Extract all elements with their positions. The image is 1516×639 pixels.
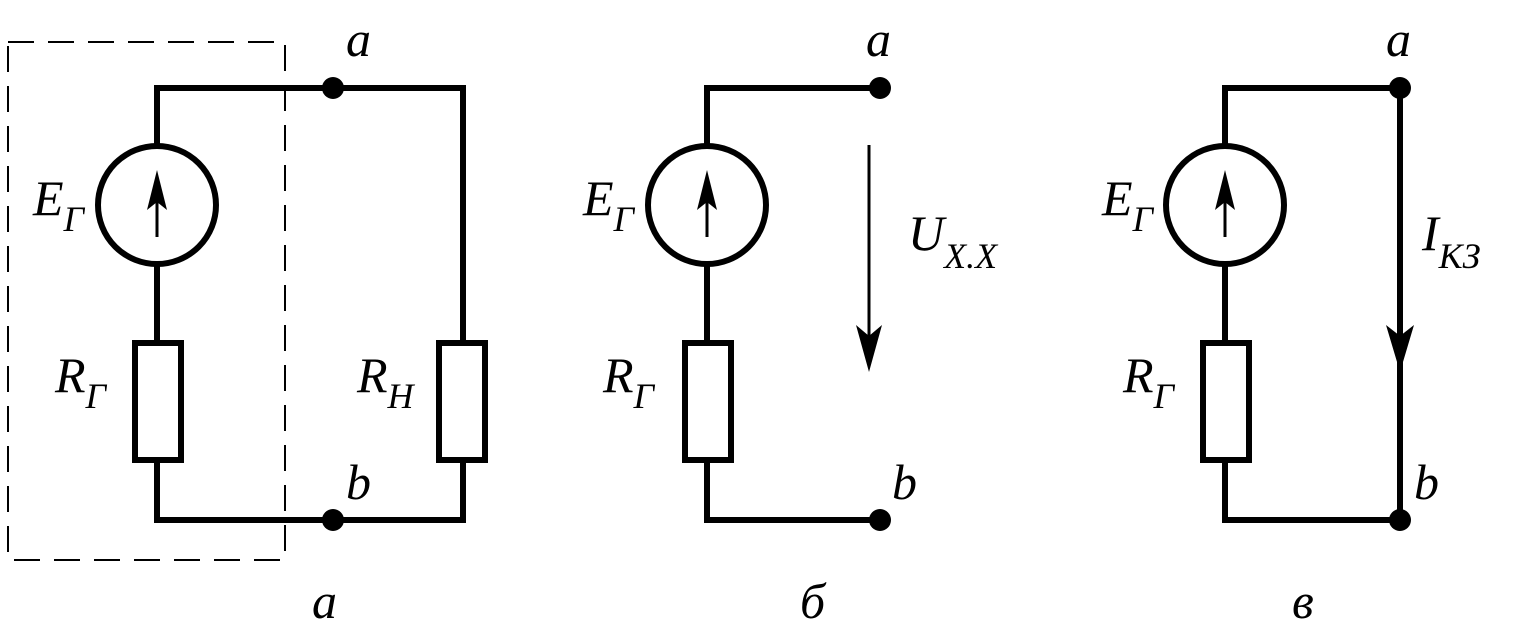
voltage-arrow-head bbox=[856, 325, 882, 372]
load-resistor-label: RН bbox=[356, 347, 416, 416]
open-circuit-voltage-label: UX.X bbox=[908, 205, 999, 276]
circuit-c: EГ RГ IКЗ a b в bbox=[1101, 11, 1481, 629]
source-label: EГ bbox=[1101, 170, 1155, 239]
bottom-wire bbox=[704, 457, 883, 523]
internal-resistor bbox=[132, 340, 184, 463]
node-a-label: a bbox=[866, 11, 891, 67]
loop-wire bbox=[1222, 85, 1403, 523]
load-resistor bbox=[436, 340, 488, 463]
node-b-label: b bbox=[892, 454, 917, 510]
node-b-label: b bbox=[1414, 454, 1439, 510]
source-arrow-head bbox=[1215, 170, 1235, 210]
node-a-dot bbox=[869, 77, 891, 99]
internal-resistor-label: RГ bbox=[602, 347, 656, 416]
source-label: EГ bbox=[32, 170, 86, 239]
caption-c: в bbox=[1292, 573, 1314, 629]
source-arrow-head bbox=[697, 170, 717, 210]
caption-a: а bbox=[312, 573, 337, 629]
circuit-a: EГ RГ RН a b а bbox=[7, 11, 488, 629]
node-b-dot bbox=[322, 509, 344, 531]
top-wire bbox=[704, 85, 883, 148]
current-arrow-head bbox=[1386, 325, 1414, 372]
node-b-dot bbox=[869, 509, 891, 531]
circuit-b: EГ RГ UX.X a b б bbox=[582, 11, 999, 629]
node-a-dot bbox=[1389, 77, 1411, 99]
top-wire bbox=[154, 85, 466, 346]
source-arrow-head bbox=[147, 170, 167, 210]
caption-b: б bbox=[800, 573, 827, 629]
source-label: EГ bbox=[582, 170, 636, 239]
short-circuit-current-label: IКЗ bbox=[1421, 205, 1481, 276]
internal-resistor bbox=[1200, 340, 1252, 463]
node-a-label: a bbox=[1386, 11, 1411, 67]
generator-boundary-dashed bbox=[7, 41, 286, 561]
internal-resistor-label: RГ bbox=[54, 347, 108, 416]
node-a-dot bbox=[322, 77, 344, 99]
node-a-label: a bbox=[346, 11, 371, 67]
node-b-label: b bbox=[346, 454, 371, 510]
node-b-dot bbox=[1389, 509, 1411, 531]
internal-resistor bbox=[682, 340, 734, 463]
bottom-wire bbox=[154, 457, 466, 523]
internal-resistor-label: RГ bbox=[1122, 347, 1176, 416]
